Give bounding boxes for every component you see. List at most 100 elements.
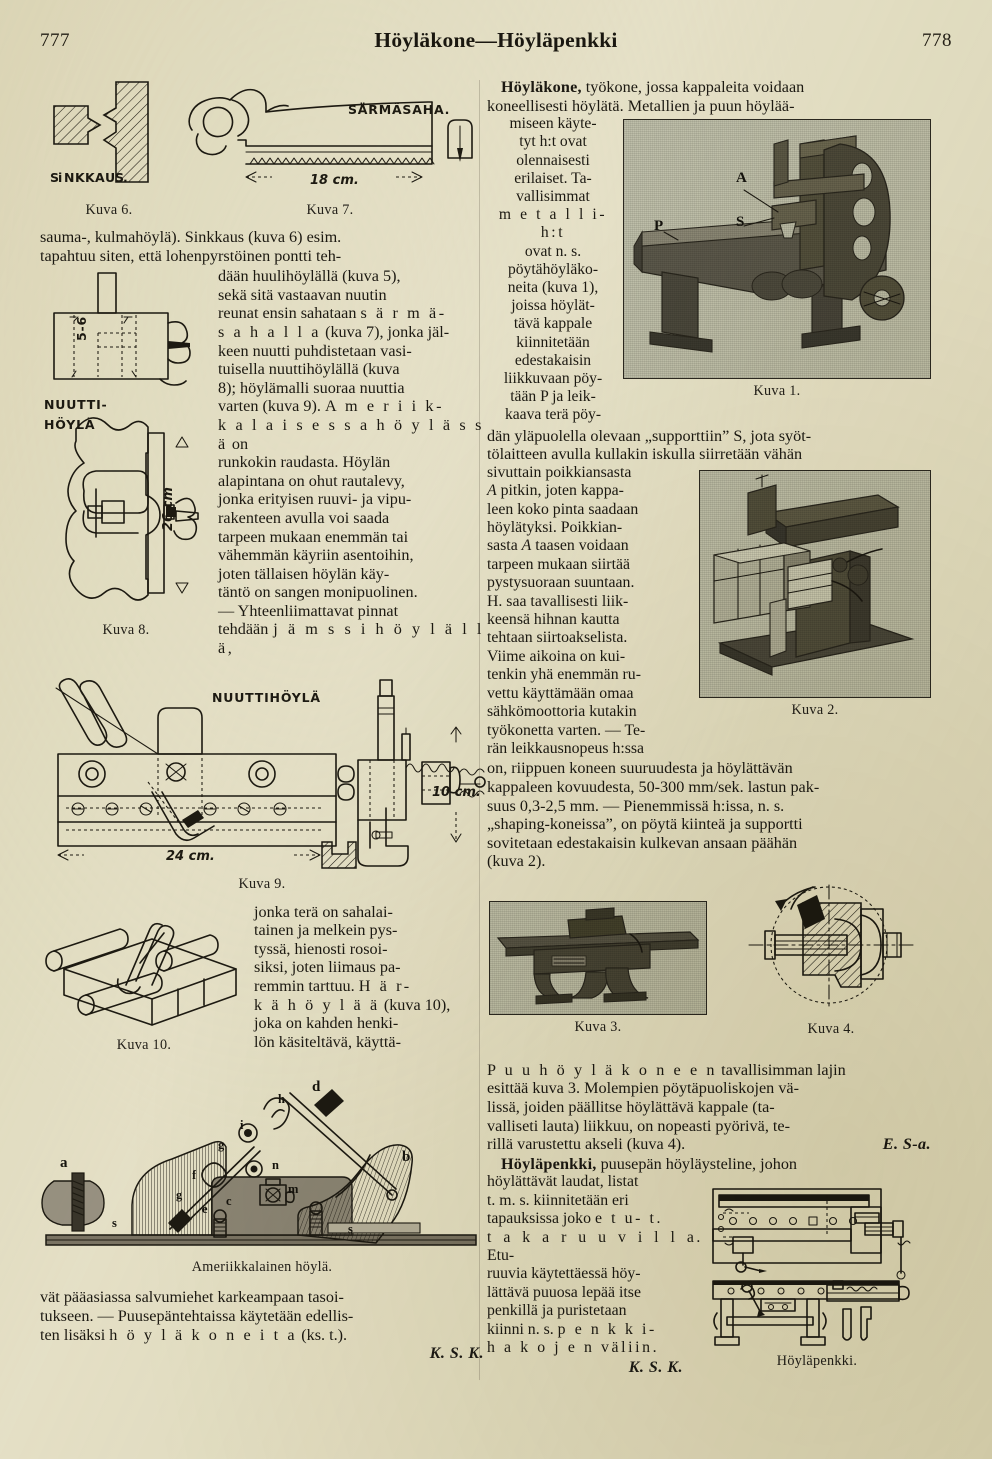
plane-label-g2: g xyxy=(218,1138,225,1152)
kuva10-lineart xyxy=(45,922,237,1026)
figure-text-wrap-bench: Höyläpenkki. höylättävät laudat, listat … xyxy=(487,1173,931,1376)
r-l1: työkone, jossa kappaleita voidaan xyxy=(581,78,805,96)
rn1-l15: tään P ja leik- xyxy=(510,388,596,406)
p4-l2: tukseen. — Puusepäntehtaissa käytetään e… xyxy=(40,1307,354,1325)
kuva8-top-lineart: 5-6 xyxy=(53,272,191,386)
p3-l1: jonka terä on sahalai- xyxy=(254,902,393,921)
rn2-l16: rän leikkausnopeus h:ssa xyxy=(487,739,645,757)
rn3-l9: h a k o j e n väliin. xyxy=(487,1339,660,1357)
signature-right-1: E. S-a. xyxy=(882,1135,931,1154)
figure-text-wrap-kuva10: Kuva 10. jonka terä on sahalai- tainen j… xyxy=(40,902,484,1054)
p3-l8: lön käsiteltävä, käyttä- xyxy=(254,1032,401,1051)
p2-l8a: varten (kuva 9). xyxy=(218,397,321,416)
rn1-l12: kiinnitetään xyxy=(516,333,590,351)
paragraph-r4: P u u h ö y l ä k o n e e n tavallisimma… xyxy=(487,1061,931,1154)
figure-kuva1: A S P Kuva 1. xyxy=(623,119,931,400)
rn2-l9: keensä hihnan kautta xyxy=(487,611,620,629)
rn3-l8b: p e n k k i- xyxy=(557,1320,657,1338)
figure-text-wrap-kuva1: A S P Kuva 1. miseen käyte- tyt h:t ovat… xyxy=(487,115,931,424)
p2-l6: tuisella nuuttihöylällä (kuva xyxy=(218,360,400,379)
caption-american-plane: Ameriikkalainen höylä. xyxy=(191,1259,333,1276)
svg-text:5-6: 5-6 xyxy=(74,316,89,341)
plane-label-h: h xyxy=(278,1092,285,1106)
plane-label-c: c xyxy=(226,1194,232,1208)
kuva8-lineart: NUUTTI- HÖYLÄ xyxy=(44,397,199,601)
rn3-l1: höylättävät laudat, listat xyxy=(487,1173,639,1191)
rn3-l6: lättävä puuosa lepää itse xyxy=(487,1283,641,1301)
running-head: Höyläkone—Höyläpenkki xyxy=(374,28,618,52)
rw3-l3: lissä, joiden päällitse höylättävä kappa… xyxy=(487,1098,775,1117)
p1-line1: sauma-, kulmahöylä). Sinkkaus (kuva 6) e… xyxy=(40,228,342,246)
kuva9-dim-width: 24 cm. xyxy=(166,849,215,864)
entry-hoylapenkki: Höyläpenkki, puusepän höyläysteline, joh… xyxy=(487,1155,931,1174)
r2-l1: puusepän höyläysteline, johon xyxy=(596,1154,798,1173)
p2-l15: vähemmän käyriin asentoihin, xyxy=(218,546,414,565)
rn2-l8: H. saa tavallisesti liik- xyxy=(487,592,629,610)
page-header: 777 Höyläkone—Höyläpenkki 778 xyxy=(0,28,992,64)
rn3-l7: penkillä ja puristetaan xyxy=(487,1302,627,1320)
rn3-l3a: tapauksissa joko xyxy=(487,1210,591,1228)
p4-l3a: ten lisäksi xyxy=(40,1325,106,1344)
caption-kuva6: Kuva 6. xyxy=(85,202,133,218)
rn1-l2: tyt h:t ovat xyxy=(519,133,587,151)
folio-right: 778 xyxy=(922,30,952,51)
p3-l4: siksi, joten liimaus pa- xyxy=(254,958,401,977)
figure-kuva6: S i N K K A U S . Kuva 6. xyxy=(44,78,174,219)
p2-l4a: s a h a l l a xyxy=(218,322,322,341)
p3-l6b: (kuva 10), xyxy=(383,995,451,1014)
figure-row-6-7: S i N K K A U S . Kuva 6. xyxy=(40,78,484,228)
figure-kuva10: Kuva 10. xyxy=(40,903,248,1054)
rn1-l11: tävä kappale xyxy=(513,315,593,333)
plane-label-m: m xyxy=(288,1182,299,1196)
p2-l2: sekä sitä vastaavan nuutin xyxy=(218,285,387,304)
rn1-l16: kaava terä pöy- xyxy=(504,406,602,424)
caption-kuva2: Kuva 2. xyxy=(791,701,839,718)
rw2-l5: sovitetaan edestakaisin kulkevan ansaan … xyxy=(487,833,798,852)
p2-l8b: A m e r i i k- xyxy=(324,397,445,416)
rn1-l5: vallisimmat xyxy=(516,188,590,205)
caption-kuva3: Kuva 3. xyxy=(574,1018,622,1035)
rn1-l10: joissa höylät- xyxy=(511,297,595,315)
entry-term-hoylapenkki: Höyläpenkki, xyxy=(501,1154,597,1173)
kuva7-lineart: SÄRMÄSAHA. 18 cm. xyxy=(188,88,473,188)
p2-l17: täntö on sangen monipuolinen. xyxy=(218,583,418,602)
rn1-l6: m e t a l l i-h:t xyxy=(498,206,608,242)
rw3-l2: esittää kuva 3. Molempien pöytäpuoliskoj… xyxy=(487,1079,799,1098)
caption-hoylapenkki: Höyläpenkki. xyxy=(776,1353,858,1370)
kuva1-photo-art: A S P xyxy=(624,120,930,379)
rw1-l1: dän yläpuolella olevaan „supporttiin” S,… xyxy=(487,426,812,445)
figure-kuva2: Kuva 2. xyxy=(699,469,931,719)
figure-kuva7: SÄRMÄSAHA. 18 cm. Kuva 7. xyxy=(180,78,480,219)
plane-label-i: i xyxy=(240,1118,244,1132)
rw2-l2: kappaleen kovuudesta, 50-300 mm/sek. las… xyxy=(487,777,820,796)
plane-label-n: n xyxy=(272,1158,279,1172)
american-plane-lineart: a b c d e f g g h i m n s s xyxy=(41,1079,477,1247)
figure-kuva8: 5-6 NUUTTI- HÖYLÄ xyxy=(40,267,212,639)
kuva9-lineart: NUUTTIHÖYLÄ 24 cm. 10 cm. xyxy=(55,677,486,869)
rw1-l2: tölaitteen avulla kullakin iskulla siirr… xyxy=(487,445,803,464)
p4-l1: vät pääasiassa salvumiehet karkeampaan t… xyxy=(40,1288,344,1307)
rn3-l5: ruuvia käytettäessä höy- xyxy=(487,1265,641,1283)
plane-label-s2: s xyxy=(348,1222,353,1236)
p2-l18: — Yhteenliimattavat pinnat xyxy=(218,601,399,620)
svg-text:i: i xyxy=(58,170,63,185)
narrow-text-2: sivuttain poikkiansasta A pitkin, joten … xyxy=(487,464,693,759)
paragraph-r3: on, riippuen koneen suuruudesta ja höylä… xyxy=(487,759,931,871)
rn2-l6: tarpeen mukaan siirtää xyxy=(487,555,630,573)
rw3-l1a: P u u h ö y l ä k o n e e n xyxy=(487,1060,718,1079)
kuva3-photo-art xyxy=(490,901,706,1014)
p2-l14: tarpeen mukaan enemmän tai xyxy=(218,527,409,546)
kuva3-photo xyxy=(489,900,707,1015)
caption-kuva4: Kuva 4. xyxy=(807,1020,855,1037)
left-column: S i N K K A U S . Kuva 6. xyxy=(40,78,486,1363)
r-l2: koneellisesti höylätä. Metallien ja puun… xyxy=(487,96,795,115)
right-column: Höyläkone, työkone, jossa kappaleita voi… xyxy=(487,78,931,1377)
rn2-l5b: A xyxy=(521,537,532,555)
p2-l4b: (kuva 7), jonka jäl- xyxy=(325,322,450,341)
p2-l1: dään huulihöylällä (kuva 5), xyxy=(218,267,401,286)
rn2-l5c: taasen voidaan xyxy=(535,537,629,555)
p2-l10: runkokin raudasta. Höylän xyxy=(218,453,391,472)
figure-row-3-4: Kuva 3. xyxy=(487,883,931,1055)
kuva4-lineart xyxy=(748,884,916,1010)
